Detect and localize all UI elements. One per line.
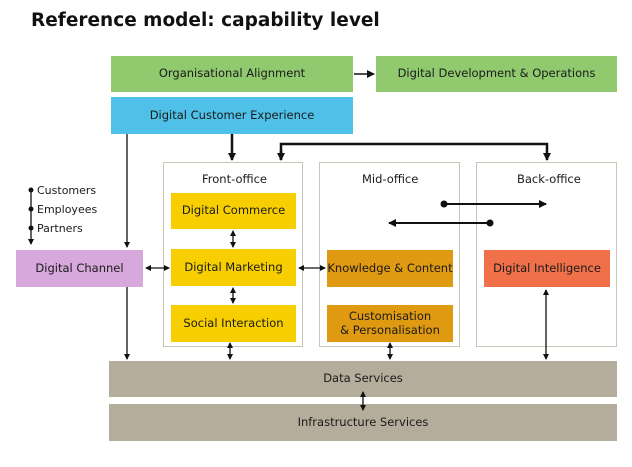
digital-channel-box[interactable]: Digital Channel xyxy=(16,250,143,287)
organisational-alignment-label: Organisational Alignment xyxy=(158,66,306,81)
legend-customers: Customers xyxy=(37,184,97,197)
digital-commerce-box[interactable]: Digital Commerce xyxy=(171,193,296,229)
mid-office-label: Mid-office xyxy=(362,172,419,186)
social-interaction-box[interactable]: Social Interaction xyxy=(171,305,296,342)
legend-partners: Partners xyxy=(37,222,83,235)
digital-marketing-label: Digital Marketing xyxy=(184,259,283,274)
data-services-label: Data Services xyxy=(323,371,403,386)
page-title: Reference model: capability level xyxy=(31,10,380,31)
digital-customer-experience-label: Digital Customer Experience xyxy=(149,107,315,122)
legend-dot-employees xyxy=(28,206,34,212)
digital-intelligence-box[interactable]: Digital Intelligence xyxy=(484,250,610,287)
digital-commerce-label: Digital Commerce xyxy=(181,203,286,218)
digital-marketing-box[interactable]: Digital Marketing xyxy=(171,249,296,286)
digital-channel-label: Digital Channel xyxy=(35,260,124,275)
front-office-label: Front-office xyxy=(202,172,268,186)
customisation-label-line2: & Personalisation xyxy=(340,322,440,337)
knowledge-content-box[interactable]: Knowledge & Content xyxy=(327,250,453,287)
arrow-front-to-back-bracket xyxy=(279,142,551,161)
digital-customer-experience-box[interactable]: Digital Customer Experience xyxy=(111,97,353,134)
digital-intelligence-label: Digital Intelligence xyxy=(493,260,601,275)
infrastructure-services-label: Infrastructure Services xyxy=(297,414,429,429)
social-interaction-label: Social Interaction xyxy=(183,315,284,330)
digital-dev-ops-label: Digital Development & Operations xyxy=(397,66,596,81)
organisational-alignment-box[interactable]: Organisational Alignment xyxy=(111,56,353,92)
knowledge-content-label: Knowledge & Content xyxy=(327,260,453,275)
back-office-label: Back-office xyxy=(517,172,581,186)
customisation-box[interactable]: Customisation & Personalisation xyxy=(327,305,453,342)
digital-dev-ops-box[interactable]: Digital Development & Operations xyxy=(376,56,617,92)
customisation-label-line1: Customisation xyxy=(348,309,432,324)
legend-employees: Employees xyxy=(37,203,98,216)
legend-dot-partners xyxy=(28,225,34,231)
legend-dot-customers xyxy=(28,187,34,193)
